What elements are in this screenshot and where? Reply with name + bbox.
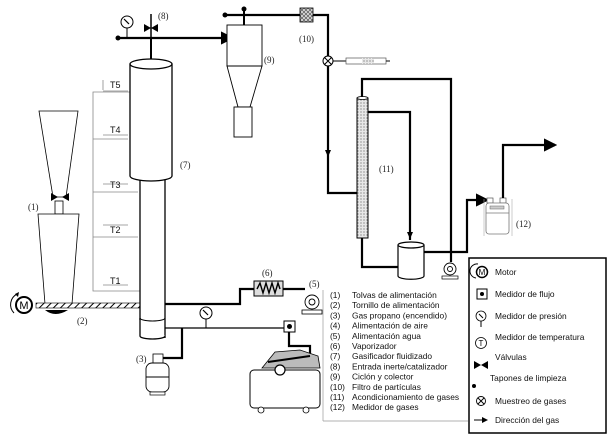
label-filter: (10) — [299, 34, 314, 44]
pressure-gauge-icon — [120, 15, 134, 38]
numbered-legend-text: Alimentación agua — [352, 331, 421, 341]
numbered-legend-text: Tolvas de alimentación — [352, 290, 437, 300]
label-hopper: (1) — [28, 202, 39, 212]
flow-meter-icon — [283, 320, 296, 333]
numbered-legend-number: (8) — [330, 361, 340, 371]
legend-pressure-gauge-icon — [475, 310, 487, 327]
outlet-pipe — [222, 6, 357, 195]
legend-gas-sampling-label: Muestreo de gases — [495, 396, 566, 406]
motor-icon: M — [10, 292, 33, 314]
legend-cleaning-plug-icon — [472, 384, 476, 388]
legend-gas-sampling-icon — [476, 396, 486, 406]
propane-line — [162, 328, 184, 360]
thermocouple-t5: T5 — [110, 80, 121, 90]
svg-text:M: M — [479, 268, 486, 277]
gas-meter: (12) — [483, 138, 558, 236]
thermocouple-t1: T1 — [110, 276, 121, 286]
label-vaporizer: (6) — [262, 268, 273, 278]
numbered-legend: (1) Tolvas de alimentación (2) Tornillo de … — [322, 290, 468, 422]
air-compressor — [249, 349, 321, 414]
numbered-legend-text: Tornillo de alimentación — [352, 300, 440, 310]
numbered-legend-number: (4) — [330, 321, 340, 331]
legend-cleaning-plug-label: Tapones de limpieza — [490, 373, 567, 383]
water-line — [165, 287, 305, 306]
svg-text:M: M — [19, 300, 28, 312]
pump — [441, 262, 459, 280]
numbered-legend-number: (10) — [330, 382, 345, 392]
numbered-legend-number: (3) — [330, 310, 340, 320]
label-gasifier: (7) — [180, 160, 191, 170]
numbered-legend-text: Acondicionamiento de gases — [352, 392, 459, 402]
gas-conditioning-column: (11) — [356, 77, 453, 269]
numbered-legend-number: (7) — [330, 351, 340, 361]
inert-inlet: (8) — [115, 11, 235, 45]
thermocouple-t3: T3 — [110, 180, 121, 190]
particle-filter: (10) — [299, 7, 314, 44]
svg-text:T: T — [479, 339, 484, 348]
legend-pressure-label: Medidor de presión — [495, 311, 567, 321]
label-gas-meter: (12) — [516, 219, 531, 229]
numbered-legend-number: (6) — [330, 341, 340, 351]
numbered-legend-number: (2) — [330, 300, 340, 310]
legend-motor-label: Motor — [495, 267, 517, 277]
vaporizer: (6) — [253, 268, 284, 297]
air-line — [165, 306, 312, 365]
inlet-valve-icon — [144, 24, 158, 32]
thermocouple-t4: T4 — [110, 125, 121, 135]
label-inert-inlet: (8) — [158, 11, 169, 21]
numbered-legend-text: Alimentación de aire — [352, 321, 428, 331]
label-propane: (3) — [136, 354, 147, 364]
numbered-legend-text: Filtro de partículas — [352, 382, 421, 392]
feed-hopper: (1) — [28, 110, 80, 305]
numbered-legend-number: (9) — [330, 372, 340, 382]
numbered-legend-number: (5) — [330, 331, 340, 341]
legend-gas-direction-label: Dirección del gas — [495, 415, 559, 425]
legend-valve-label: Válvulas — [495, 352, 527, 362]
label-water: (5) — [309, 279, 320, 289]
symbol-legend: M T Motor Medidor de flujo — [468, 257, 607, 434]
legend-flow-meter-label: Medidor de flujo — [495, 289, 555, 299]
legend-valve-icon — [474, 361, 488, 369]
numbered-legend-text: Vaporizador — [352, 341, 397, 351]
label-conditioning: (11) — [379, 164, 394, 174]
thermocouple-t2: T2 — [110, 225, 121, 235]
condensate-tank — [397, 193, 490, 280]
cyclone: (9) — [226, 15, 275, 138]
legend-temperature-label: Medidor de temperatura — [495, 332, 585, 342]
water-pump: (5) — [301, 279, 323, 315]
numbered-legend-text: Ciclón y colector — [352, 372, 414, 382]
legend-temperature-meter-icon: T — [475, 337, 487, 349]
hopper-valve-icon — [51, 193, 69, 201]
label-screw: (2) — [77, 316, 88, 326]
numbered-legend-number: (12) — [330, 402, 345, 412]
label-cyclone: (9) — [264, 55, 275, 65]
numbered-legend-text: Gas propano (encendido) — [352, 310, 447, 320]
numbered-legend-text: Gasificador fluidizado — [352, 351, 432, 361]
legend-motor-icon: M — [469, 263, 489, 279]
feed-screw: (2) — [35, 302, 141, 326]
numbered-legend-text: Entrada inerte/catalizador — [352, 361, 448, 371]
thermocouple-panel: T5 T4 T3 T2 T1 — [92, 80, 140, 292]
legend-flow-meter-icon — [476, 288, 488, 300]
propane-cylinder: (3) — [136, 353, 170, 396]
cleaning-plug-icon — [115, 35, 121, 41]
numbered-legend-number: (1) — [330, 290, 340, 300]
numbered-legend-number: (11) — [330, 392, 344, 402]
numbered-legend-text: Medidor de gases — [352, 402, 419, 412]
air-pressure-gauge-icon — [199, 306, 213, 328]
gas-sampling-icon — [322, 55, 390, 67]
gasifier: (7) — [129, 38, 191, 340]
